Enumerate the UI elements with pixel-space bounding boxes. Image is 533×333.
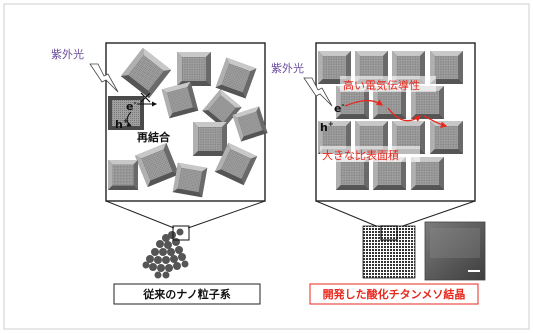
right-transport-arrow-1: [344, 99, 384, 107]
left-zoom-line-right: [187, 200, 266, 229]
mesocrystal-grid: [362, 225, 416, 279]
left-uv-lightning-icon: [89, 63, 119, 93]
right-zoom-line-left: [315, 200, 382, 229]
left-hole-label: h+: [115, 117, 129, 131]
right-panel: 紫外光 e- h+ 高い電気伝導性 大きな比表面積 開発した酸化チタンメソ結晶: [271, 42, 486, 305]
right-uv-lightning-icon: [303, 77, 333, 107]
left-recombination-label: 再結合: [137, 130, 171, 144]
right-electron-label: e-: [334, 101, 344, 115]
left-caption-box: [113, 283, 261, 305]
left-uv-label: 紫外光: [51, 47, 84, 61]
right-transport-arrow-3: [423, 115, 448, 128]
right-hole-label: h+: [320, 120, 334, 134]
nanoparticle-aggregate: [142, 228, 189, 279]
surface-area-label: 大きな比表面積: [322, 148, 399, 162]
left-panel: 紫外光 e- h+ 再結合 従来のナノ粒子系: [51, 42, 268, 305]
nanoparticle-tiles: [108, 47, 268, 198]
left-caption: 従来のナノ粒子系: [142, 287, 230, 301]
left-zoom-source-box: [172, 225, 190, 241]
left-zoom-line-left: [105, 200, 175, 229]
right-caption-box: [309, 283, 479, 305]
sem-scale-bar: [468, 270, 480, 272]
right-zoom-source-box: [380, 225, 398, 241]
conductivity-label: 高い電気伝導性: [343, 78, 420, 92]
right-transport-arrow-2: [387, 107, 422, 122]
left-recombination-arrow: [126, 111, 132, 127]
right-uv-label: 紫外光: [271, 61, 304, 75]
right-caption: 開発した酸化チタンメソ結晶: [323, 287, 466, 301]
left-electron-label: e-: [126, 99, 136, 113]
right-zoom-line-right: [396, 200, 476, 229]
